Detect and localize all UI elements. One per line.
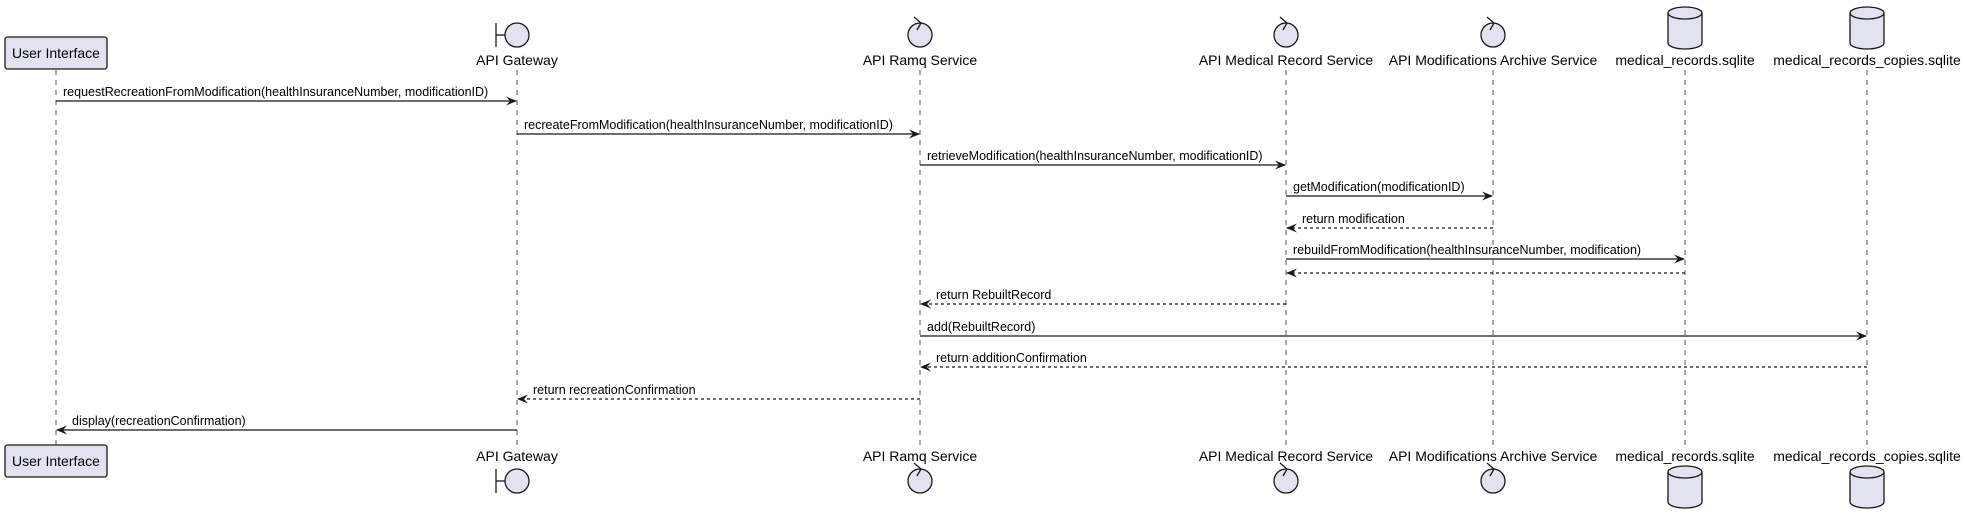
message-label: return recreationConfirmation — [533, 383, 696, 397]
participant-label: API Medical Record Service — [1199, 448, 1374, 464]
arrowhead-icon — [1482, 191, 1493, 201]
arrowhead-icon — [909, 129, 920, 139]
control-arrow-icon — [913, 16, 922, 31]
message-label: getModification(modificationID) — [1293, 180, 1465, 194]
participant-api-gateway-top: API Gateway — [476, 22, 558, 68]
arrowhead-icon — [1275, 160, 1286, 170]
message-label: recreateFromModification(healthInsurance… — [524, 118, 893, 132]
control-icon — [1480, 22, 1506, 48]
control-icon — [1273, 468, 1299, 494]
control-arrow-icon — [1486, 16, 1495, 31]
control-icon — [907, 22, 933, 48]
message-label: return modification — [1302, 212, 1405, 226]
arrowhead-icon — [1286, 268, 1297, 278]
participant-label: medical_records_copies.sqlite — [1773, 52, 1961, 68]
database-icon — [1667, 6, 1703, 50]
message-label: return RebuiltRecord — [936, 288, 1051, 302]
participant-label: User Interface — [12, 45, 100, 61]
boundary-icon — [504, 468, 530, 494]
participant-label: API Modifications Archive Service — [1389, 52, 1598, 68]
participant-heads-bottom: User Interface API Gateway API Ramq Servic… — [4, 444, 1961, 509]
database-rim — [1667, 12, 1703, 20]
participant-api-medical-record-service-top: API Medical Record Service — [1199, 16, 1374, 68]
participant-label: API Modifications Archive Service — [1389, 448, 1598, 464]
messages: requestRecreationFromModification(health… — [56, 85, 1867, 435]
participant-medical-records-sqlite-bottom: medical_records.sqlite — [1615, 448, 1755, 509]
message-4: getModification(modificationID) — [1286, 180, 1493, 201]
participant-api-ramq-service-bottom: API Ramq Service — [863, 448, 978, 494]
participant-api-ramq-service-top: API Ramq Service — [863, 16, 978, 68]
participant-box — [4, 444, 108, 478]
participant-medical-records-copies-sqlite-top: medical_records_copies.sqlite — [1773, 6, 1961, 68]
database-icon — [1667, 465, 1703, 509]
participant-label: API Gateway — [476, 52, 558, 68]
lifelines — [55, 70, 1868, 445]
database-rim — [1849, 471, 1885, 479]
arrowhead-icon — [1674, 254, 1685, 264]
arrowhead-icon — [56, 425, 67, 435]
participant-heads-top: User Interface API Gateway API Ramq Servic… — [4, 6, 1961, 70]
participant-api-gateway-bottom: API Gateway — [476, 448, 558, 494]
participant-medical-records-sqlite-top: medical_records.sqlite — [1615, 6, 1755, 68]
participant-label: medical_records.sqlite — [1615, 448, 1754, 464]
participant-label: API Ramq Service — [863, 52, 978, 68]
message-7 — [1286, 268, 1685, 278]
database-rim — [1667, 471, 1703, 479]
participant-api-modifications-archive-service-top: API Modifications Archive Service — [1389, 16, 1598, 68]
database-icon — [1849, 6, 1885, 50]
participant-label: API Medical Record Service — [1199, 52, 1374, 68]
participant-label: API Ramq Service — [863, 448, 978, 464]
participant-api-modifications-archive-service-bottom: API Modifications Archive Service — [1389, 448, 1598, 494]
control-icon — [1480, 468, 1506, 494]
arrowhead-icon — [517, 394, 528, 404]
arrowhead-icon — [1286, 223, 1297, 233]
message-5: return modification — [1286, 212, 1493, 233]
control-arrow-icon — [1279, 462, 1288, 477]
control-arrow-icon — [1486, 462, 1495, 477]
boundary-icon — [504, 22, 530, 48]
message-9: add(RebuiltRecord) — [920, 320, 1867, 341]
control-icon — [907, 468, 933, 494]
arrowhead-icon — [1856, 331, 1867, 341]
message-12: display(recreationConfirmation) — [56, 414, 517, 435]
arrowhead-icon — [920, 362, 931, 372]
participant-box — [4, 36, 108, 70]
participant-user-interface-top: User Interface — [4, 36, 108, 70]
message-label: rebuildFromModification(healthInsuranceN… — [1293, 243, 1641, 257]
participant-label: medical_records.sqlite — [1615, 52, 1754, 68]
arrowhead-icon — [506, 96, 517, 106]
participant-label: API Gateway — [476, 448, 558, 464]
participant-label: medical_records_copies.sqlite — [1773, 448, 1961, 464]
database-icon — [1849, 465, 1885, 509]
participant-user-interface-bottom: User Interface — [4, 444, 108, 478]
database-rim — [1849, 12, 1885, 20]
control-arrow-icon — [1279, 16, 1288, 31]
message-6: rebuildFromModification(healthInsuranceN… — [1286, 243, 1685, 264]
message-label: requestRecreationFromModification(health… — [63, 85, 488, 99]
message-8: return RebuiltRecord — [920, 288, 1286, 309]
arrowhead-icon — [920, 299, 931, 309]
participant-label: User Interface — [12, 453, 100, 469]
message-label: add(RebuiltRecord) — [927, 320, 1035, 334]
participant-medical-records-copies-sqlite-bottom: medical_records_copies.sqlite — [1773, 448, 1961, 509]
message-3: retrieveModification(healthInsuranceNumb… — [920, 149, 1286, 170]
message-1: requestRecreationFromModification(health… — [56, 85, 517, 106]
participant-api-medical-record-service-bottom: API Medical Record Service — [1199, 448, 1374, 494]
control-icon — [1273, 22, 1299, 48]
control-arrow-icon — [913, 462, 922, 477]
message-label: retrieveModification(healthInsuranceNumb… — [927, 149, 1263, 163]
message-2: recreateFromModification(healthInsurance… — [517, 118, 920, 139]
message-11: return recreationConfirmation — [517, 383, 920, 404]
message-10: return additionConfirmation — [920, 351, 1867, 372]
message-label: display(recreationConfirmation) — [72, 414, 246, 428]
message-label: return additionConfirmation — [936, 351, 1087, 365]
